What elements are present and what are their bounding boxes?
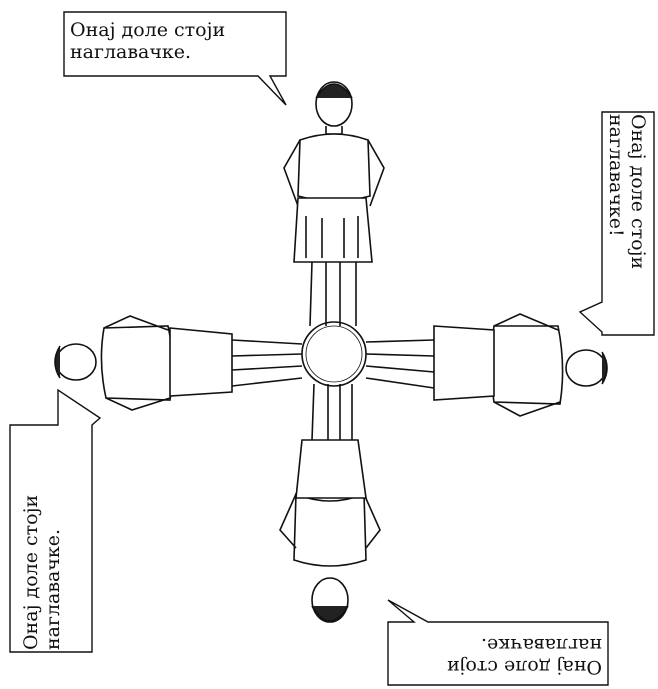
bubble-bottom-text: Онај доле стоји наглавачке. [398,630,602,678]
bubble-top-line1: Онај доле стоји [70,19,225,41]
figures-group [55,82,607,622]
bubble-left-line2: наглавачке. [42,434,64,650]
bubble-right-text: Онај доле стоји наглавачке! [605,114,649,336]
figure-top [284,82,384,326]
bubble-top-line2: наглавачке. [70,41,225,63]
bubble-right-line2: наглавачке! [605,114,627,336]
figure-bottom [280,384,380,622]
bubble-bottom-line1: Онај доле стоји [398,656,602,678]
figure-right [366,314,607,416]
bubble-left-line1: Онај доле стоји [20,434,42,650]
bubble-right-line1: Онај доле стоји [627,114,649,336]
figure-left [55,316,302,410]
globe-icon [302,322,366,386]
bubble-left-text: Онај доле стоји наглавачке. [20,434,72,650]
bubble-bottom-line2: наглавачке. [398,634,602,656]
bubble-top-text: Онај доле стоји наглавачке. [70,19,225,63]
